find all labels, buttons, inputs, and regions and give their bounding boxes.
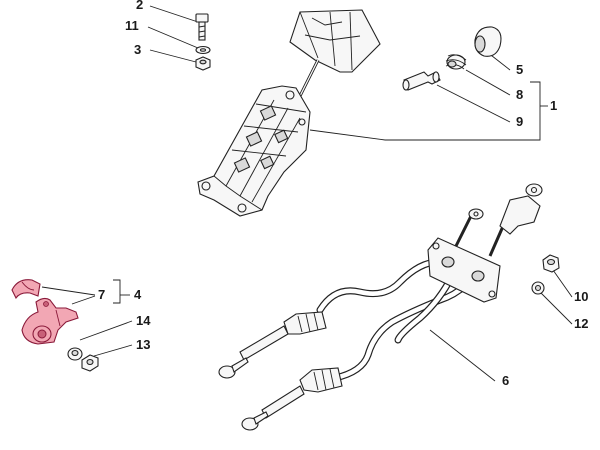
callout-4: 4 [134,287,142,302]
callout-5: 5 [516,62,523,77]
knob-5 [474,26,502,57]
bolt-2 [195,13,209,41]
callout-6: 6 [502,373,509,388]
callout-11: 11 [125,18,139,33]
washer-12 [531,281,545,295]
nut-3 [195,56,211,71]
washer-11 [195,45,211,55]
callout-3: 3 [134,42,141,57]
callout-14: 14 [136,313,151,328]
washer-14 [67,347,83,361]
nut-13 [81,354,99,372]
clip-7 [11,279,41,300]
callout-8: 8 [516,87,523,102]
shift-boot [289,9,381,73]
callout-7: 7 [98,287,105,302]
cable-end-lower [241,367,343,431]
callout-2: 2 [136,0,143,12]
leader-lines [41,5,573,382]
bracket-14 [21,297,79,345]
callout-9: 9 [516,114,523,129]
nut-10 [542,254,560,273]
cable-end-upper [218,311,327,379]
callout-13: 13 [136,337,150,352]
pin-9 [402,71,441,91]
spring-8 [445,54,467,70]
callout-10: 10 [574,289,588,304]
shift-lever [298,59,320,97]
gear-shift-housing [197,85,311,217]
callout-12: 12 [574,316,588,331]
cable-assembly-6 [218,183,543,431]
callout-1: 1 [550,98,557,113]
